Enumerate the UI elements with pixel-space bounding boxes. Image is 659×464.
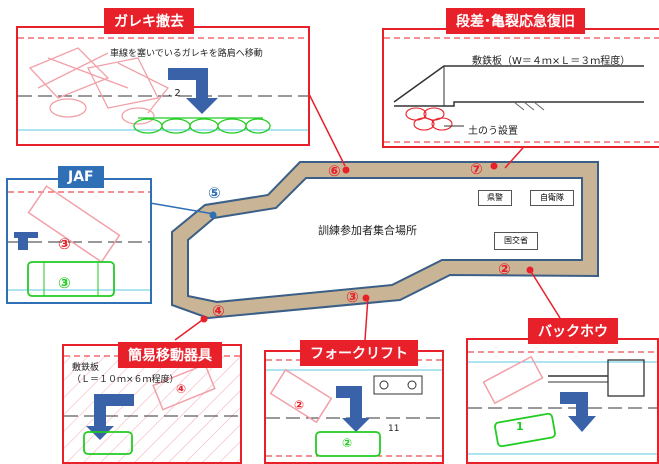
backhoe-title: バックホウ (528, 318, 618, 344)
jaf-panel: ③ ③ (6, 178, 152, 304)
repair-panel: 敷鉄板（W＝４ｍ×Ｌ＝３ｍ程度） 土のう設置 (382, 28, 659, 148)
jaf-car-number-2: ③ (58, 274, 71, 292)
marker-4: ④ (212, 302, 225, 320)
repair-plate-label: 敷鉄板（W＝４ｍ×Ｌ＝３ｍ程度） (472, 56, 631, 67)
rubble-mark: . 2 (168, 88, 181, 99)
marker-5: ⑤ (208, 184, 221, 202)
mover-car-number: ④ (176, 382, 187, 396)
repair-sandbag-label: 土のう設置 (468, 126, 518, 137)
forklift-title: フォークリフト (300, 340, 418, 366)
mlit-box: 国交省 (494, 232, 538, 250)
mover-plate-line1: 敷鉄板 (72, 363, 100, 373)
forklift-car-number-1: ② (294, 398, 305, 412)
backhoe-panel: 1 (466, 338, 659, 464)
forklift-mark: 11 (388, 424, 400, 434)
assembly-label: 訓練参加者集合場所 (318, 224, 417, 237)
jaf-title: JAF (58, 166, 104, 188)
mover-title: 簡易移動器具 (118, 342, 222, 368)
rubble-caption: 車線を塞いでいるガレキを路肩へ移動 (110, 49, 263, 59)
police-box: 県警 (478, 190, 512, 206)
rubble-panel: 車線を塞いでいるガレキを路肩へ移動 . 2 (16, 26, 310, 146)
forklift-car-number-2: ② (342, 436, 353, 450)
mover-plate-line2: （Ｌ＝１０ｍ×６ｍ程度） (72, 375, 179, 385)
assembly-area (187, 177, 583, 304)
repair-title: 段差･亀裂応急復旧 (446, 8, 585, 34)
mover-panel: 敷鉄板 （Ｌ＝１０ｍ×６ｍ程度） ④ (62, 344, 242, 464)
jaf-car-number-1: ③ (58, 235, 71, 253)
sdf-box: 自衛隊 (530, 190, 574, 206)
marker-6: ⑥ (328, 162, 341, 180)
rubble-title: ガレキ撤去 (104, 8, 194, 34)
forklift-panel: ② ② 11 (264, 350, 444, 464)
backhoe-car-number: 1 (516, 420, 524, 433)
marker-3: ③ (346, 288, 359, 306)
marker-2: ② (498, 260, 511, 278)
marker-7: ⑦ (470, 160, 483, 178)
